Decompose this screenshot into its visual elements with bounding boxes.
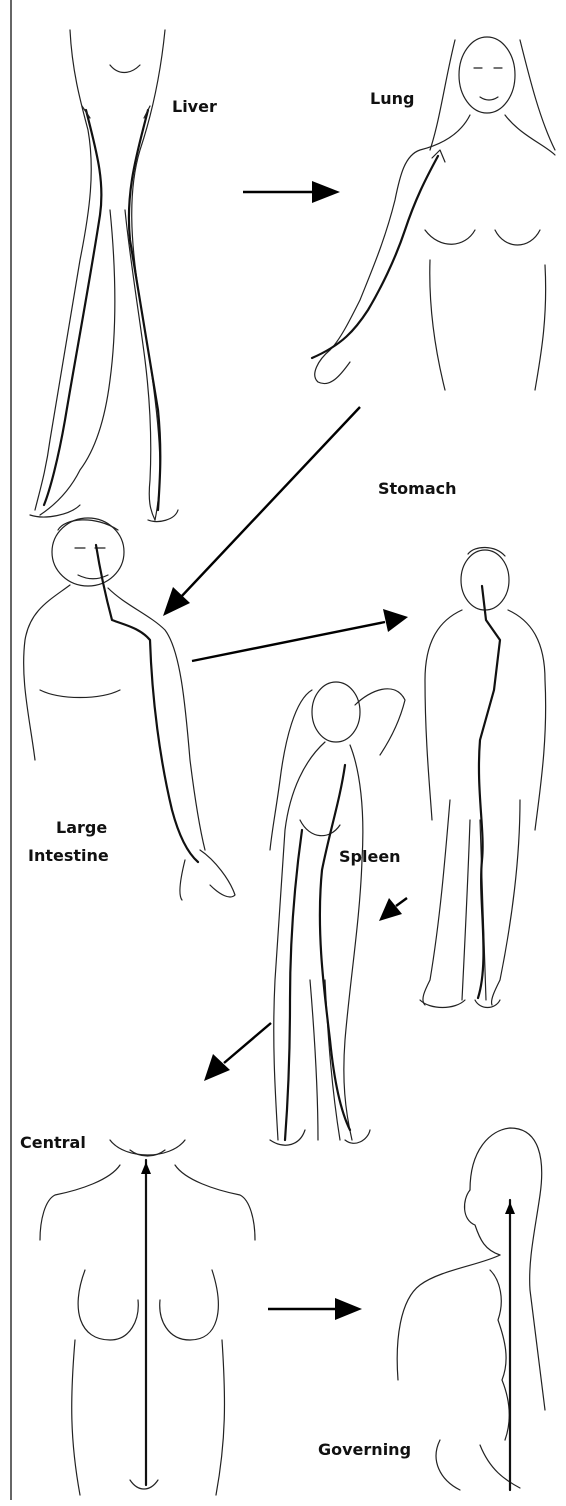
arrow-stomach-to-spleen bbox=[379, 898, 407, 921]
label-large-intestine-line2: Intestine bbox=[28, 846, 109, 865]
arrow-central-to-governing bbox=[268, 1298, 362, 1320]
arrow-large-intestine-to-stomach bbox=[192, 609, 408, 661]
label-governing: Governing bbox=[318, 1440, 411, 1459]
label-central: Central bbox=[20, 1133, 86, 1152]
label-liver: Liver bbox=[172, 97, 217, 116]
lung-figure bbox=[312, 37, 555, 390]
arrow-liver-to-lung bbox=[243, 181, 340, 203]
label-large-intestine-line1: Large bbox=[56, 818, 107, 837]
liver-figure bbox=[30, 30, 178, 522]
stomach-figure bbox=[420, 547, 546, 1007]
governing-figure bbox=[397, 1128, 545, 1490]
central-figure bbox=[40, 1140, 255, 1495]
label-lung: Lung bbox=[370, 89, 414, 108]
large-intestine-figure bbox=[24, 518, 235, 900]
label-stomach: Stomach bbox=[378, 479, 457, 498]
arrow-spleen-to-central bbox=[204, 1023, 271, 1081]
label-spleen: Spleen bbox=[339, 847, 401, 866]
arrow-lung-to-large-intestine bbox=[163, 407, 360, 616]
